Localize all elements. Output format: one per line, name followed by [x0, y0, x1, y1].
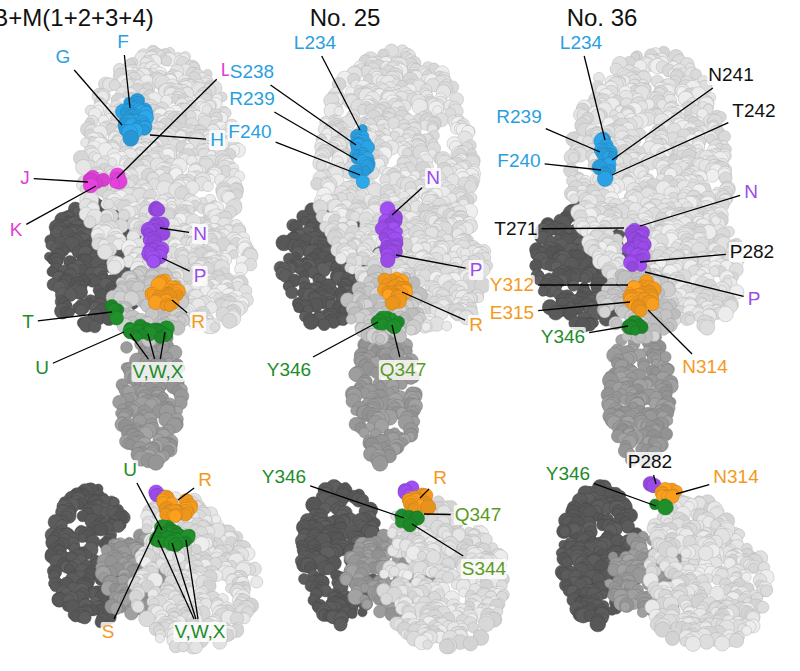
- figure-stage: B+M(1+2+3+4)No. 25No. 36FGLHJKNPRTUV,W,X…: [0, 0, 800, 671]
